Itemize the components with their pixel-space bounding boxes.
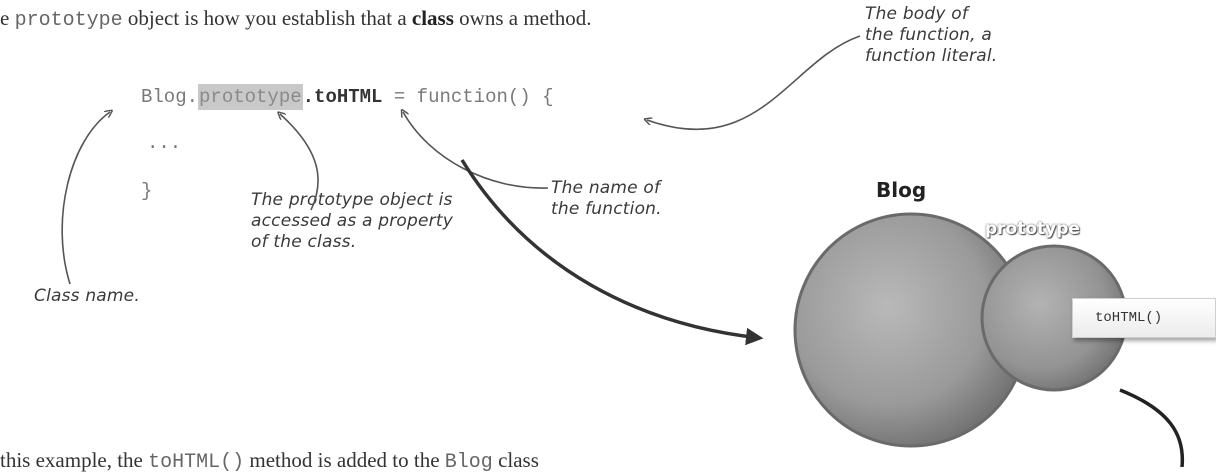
outro-code-method: toHTML() xyxy=(148,451,244,474)
arrow-class-name xyxy=(62,112,110,284)
arrow-function-body xyxy=(647,36,860,129)
outro-code-class: Blog xyxy=(445,451,493,474)
outro-text-middle: method is added to the xyxy=(244,448,445,472)
diagram-class-label: Blog xyxy=(876,178,926,202)
arrow-to-diagram xyxy=(462,160,760,338)
outro-text-end: class xyxy=(493,448,539,472)
outro-sentence: this example, the toHTML() method is add… xyxy=(0,448,539,474)
arrow-bottom-right xyxy=(1120,390,1182,467)
diagram-method-box: toHTML() xyxy=(1072,298,1216,338)
diagram-prototype-label: prototype xyxy=(985,219,1080,239)
arrow-prototype-object xyxy=(280,114,318,210)
arrow-function-name xyxy=(403,112,548,188)
outro-text-start: this example, the xyxy=(0,448,148,472)
